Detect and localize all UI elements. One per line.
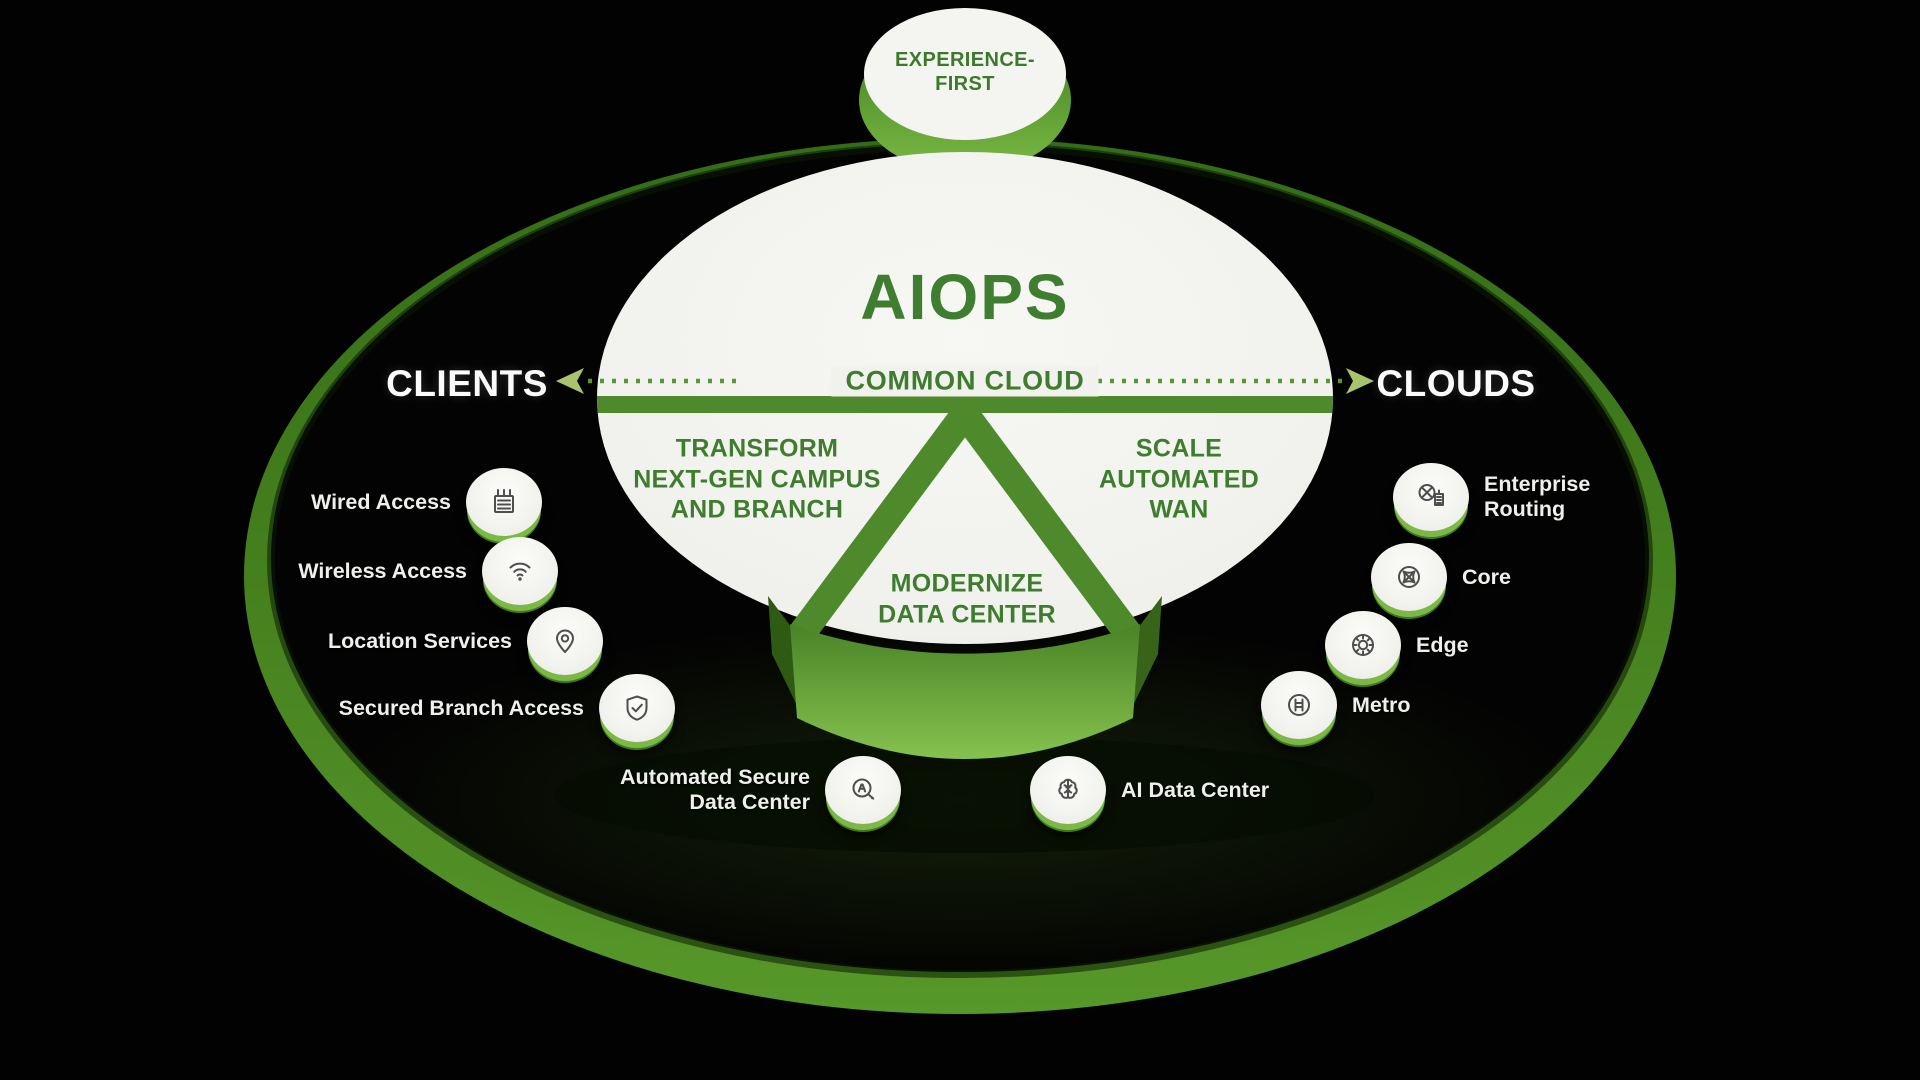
segment-line: AUTOMATED	[1098, 464, 1260, 493]
item-label: AI Data Center	[1121, 777, 1270, 802]
segment-data-center: MODERNIZE DATA CENTER	[878, 569, 1056, 630]
segment-line: DATA CENTER	[878, 600, 1056, 628]
segment-line: SCALE	[1135, 434, 1223, 463]
badge-line: FIRST	[935, 73, 995, 95]
arrow-left-icon	[556, 368, 584, 394]
arrow-right-icon	[1346, 368, 1374, 394]
list-item: AI Data Center	[1030, 754, 1269, 826]
brain-icon	[1030, 756, 1106, 824]
bottom-wedge-side	[790, 624, 1140, 759]
list-item: Metro	[1261, 669, 1411, 741]
item-label: Core	[1462, 564, 1511, 589]
automation-icon	[825, 756, 901, 824]
disc-shadow	[555, 737, 1375, 853]
segment-line: AND BRANCH	[670, 495, 844, 524]
list-item: Wireless Access	[298, 535, 558, 607]
wired-access-icon	[466, 468, 542, 536]
list-item: Location Services	[328, 605, 603, 677]
list-item: Enterprise Routing	[1393, 461, 1622, 533]
enterprise-routing-icon	[1393, 463, 1469, 531]
item-label: Metro	[1352, 692, 1411, 717]
metro-icon	[1261, 671, 1337, 739]
item-label: Edge	[1416, 632, 1469, 657]
item-label: Secured Branch Access	[338, 695, 584, 720]
segment-campus-branch: TRANSFORM NEXT-GEN CAMPUS AND BRANCH	[633, 433, 881, 525]
list-item: Secured Branch Access	[339, 672, 675, 744]
experience-first-puck	[859, 8, 1071, 173]
segment-line: TRANSFORM	[675, 434, 839, 463]
segment-automated-wan: SCALE AUTOMATED WAN	[1099, 433, 1259, 525]
item-label: Wired Access	[310, 489, 451, 514]
item-label: Wireless Access	[298, 558, 467, 583]
badge-line: EXPERIENCE-	[895, 49, 1035, 71]
hub-title: AIOPS	[860, 261, 1070, 333]
segment-line: MODERNIZE	[890, 569, 1044, 598]
segment-line: WAN	[1149, 495, 1209, 524]
list-item: Automated Secure Data Center	[602, 754, 901, 826]
location-pin-icon	[527, 607, 603, 675]
clients-label: CLIENTS	[386, 363, 548, 404]
list-item: Wired Access	[311, 466, 542, 538]
item-label: Automated Secure Data Center	[620, 764, 810, 814]
wifi-icon	[482, 537, 558, 605]
item-label: Enterprise Routing	[1484, 471, 1591, 521]
edge-icon	[1325, 611, 1401, 679]
list-item: Core	[1371, 541, 1511, 613]
common-cloud-label: COMMON CLOUD	[831, 365, 1099, 397]
experience-first-badge: EXPERIENCE- FIRST	[895, 48, 1035, 96]
segment-divider-chevron	[776, 390, 1154, 661]
list-item: Edge	[1325, 609, 1469, 681]
shield-check-icon	[599, 674, 675, 742]
item-label: Location Services	[327, 628, 512, 653]
core-icon	[1371, 543, 1447, 611]
clouds-label: CLOUDS	[1376, 363, 1536, 404]
segment-line: NEXT-GEN CAMPUS	[633, 464, 881, 493]
